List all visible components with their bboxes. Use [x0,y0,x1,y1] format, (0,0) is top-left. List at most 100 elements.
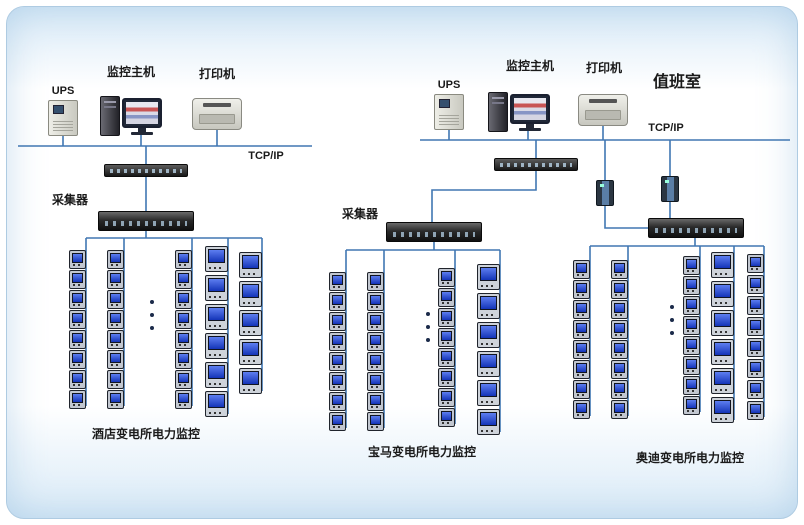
meter-screen [441,411,452,421]
collector-device [648,218,744,238]
group-caption-hotel: 酒店变电所电力监控 [91,427,200,441]
meter-buttons [179,264,188,266]
power-meter [205,391,228,417]
meter-buttons [209,412,224,414]
meter-screen [370,275,381,285]
meter-screen [576,303,587,313]
power-meter [611,320,628,339]
meter-screen [614,343,625,353]
meter-screen [370,335,381,345]
power-meter [367,412,384,431]
meter-buttons [687,370,696,372]
meter-screen [178,273,189,283]
meter-buttons [333,426,342,428]
meter-screen [110,393,121,403]
meter-buttons [179,364,188,366]
monitor-screen [126,102,158,124]
power-meter [107,390,124,409]
monitor-host-label: 监控主机 [505,59,554,73]
meter-screen [178,313,189,323]
power-meter [747,254,764,273]
wire [604,206,648,229]
power-meter [747,296,764,315]
power-meter [438,348,455,367]
meter-buttons [179,344,188,346]
power-meter [611,300,628,319]
meter-buttons [73,344,82,346]
meter-buttons [615,294,624,296]
meter-screen [242,284,259,298]
meter-screen [714,342,731,356]
power-meter [611,340,628,359]
meter-screen [480,412,497,426]
meter-buttons [333,406,342,408]
power-meter [367,352,384,371]
meter-buttons [751,310,760,312]
meter-buttons [111,304,120,306]
meter-screen [614,403,625,413]
computer-tower [488,92,508,132]
meter-screen [441,271,452,281]
meter-screen [441,311,452,321]
meter-buttons [615,374,624,376]
power-meter [477,409,500,435]
meter-buttons [333,346,342,348]
meter-screen [750,278,761,288]
ellipsis-dot [426,312,430,316]
meter-screen [178,373,189,383]
meter-buttons [687,290,696,292]
meter-buttons [481,343,496,345]
meter-buttons [715,331,730,333]
power-meter [367,312,384,331]
meter-screen [714,313,731,327]
meter-buttons [751,289,760,291]
power-meter [107,330,124,349]
meter-screen [686,399,697,409]
meter-screen [750,362,761,372]
meter-screen [686,339,697,349]
meter-buttons [442,322,451,324]
meter-screen [208,278,225,292]
power-meter [175,330,192,349]
power-meter [711,281,734,307]
printer-device [578,94,628,126]
power-meter [329,312,346,331]
meter-screen [72,253,83,263]
power-meter [477,380,500,406]
meter-buttons [687,390,696,392]
meter-screen [576,283,587,293]
meter-buttons [442,402,451,404]
meter-buttons [243,302,258,304]
power-meter [69,330,86,349]
power-meter [367,292,384,311]
power-meter [573,360,590,379]
power-meter [438,408,455,427]
meter-screen [178,353,189,363]
group-caption-audi: 奥迪变电所电力监控 [635,451,744,465]
power-meter [175,310,192,329]
meter-screen [576,383,587,393]
meter-buttons [577,274,586,276]
meter-screen [750,257,761,267]
power-meter [69,390,86,409]
meter-screen [480,267,497,281]
power-meter [573,400,590,419]
computer-tower [100,96,120,136]
meter-screen [614,323,625,333]
meter-buttons [333,326,342,328]
meter-screen [242,255,259,269]
meter-buttons [687,350,696,352]
wire [431,171,537,222]
meter-screen [370,415,381,425]
power-meter [205,246,228,272]
power-meter [205,362,228,388]
printer-label: 打印机 [585,61,622,75]
meter-buttons [442,422,451,424]
meter-screen [72,293,83,303]
meter-screen [332,295,343,305]
meter-screen [576,403,587,413]
meter-screen [72,333,83,343]
duty-room-label: 值班室 [652,74,701,91]
meter-screen [614,363,625,373]
